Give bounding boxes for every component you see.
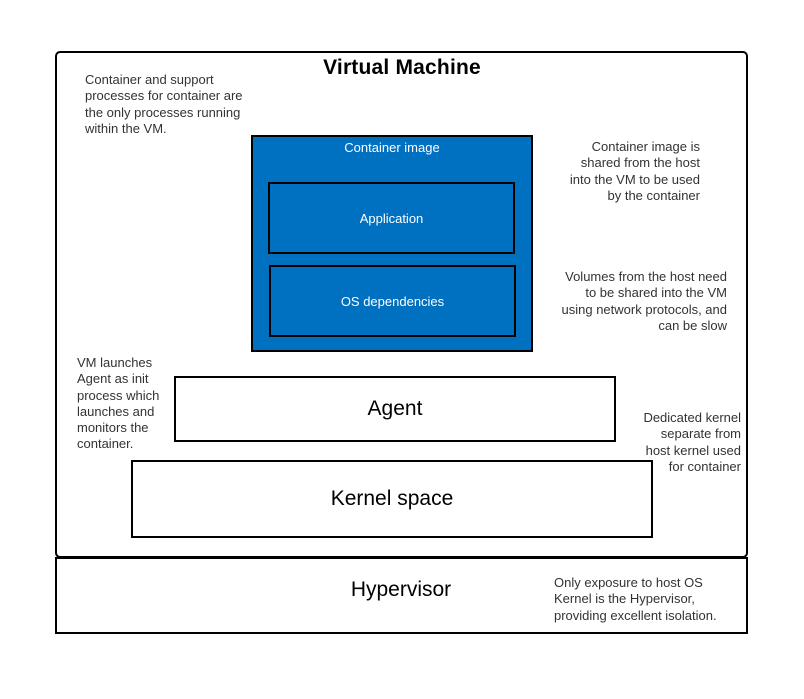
hypervisor-box: [55, 557, 748, 634]
os-dependencies-box: OS dependencies: [269, 265, 516, 337]
note-agent-init: VM launches Agent as init process which …: [77, 355, 160, 452]
note-volumes: Volumes from the host need to be shared …: [561, 269, 727, 333]
note-container-processes: Container and support processes for cont…: [85, 72, 243, 136]
note-dedicated-kernel: Dedicated kernel separate from host kern…: [643, 410, 741, 474]
application-label: Application: [359, 210, 424, 226]
kernel-space-box: Kernel space: [131, 460, 653, 538]
note-image-shared: Container image is shared from the host …: [569, 139, 700, 203]
hypervisor-label: Hypervisor: [350, 578, 452, 601]
virtual-machine-title: Virtual Machine: [323, 56, 481, 79]
agent-label: Agent: [367, 397, 423, 420]
agent-box: Agent: [174, 376, 616, 442]
application-box: Application: [268, 182, 515, 254]
note-hypervisor-exposure: Only exposure to host OS Kernel is the H…: [554, 575, 717, 623]
os-dependencies-label: OS dependencies: [340, 293, 445, 309]
kernel-space-label: Kernel space: [330, 487, 454, 510]
container-image-label: Container image: [344, 140, 440, 155]
